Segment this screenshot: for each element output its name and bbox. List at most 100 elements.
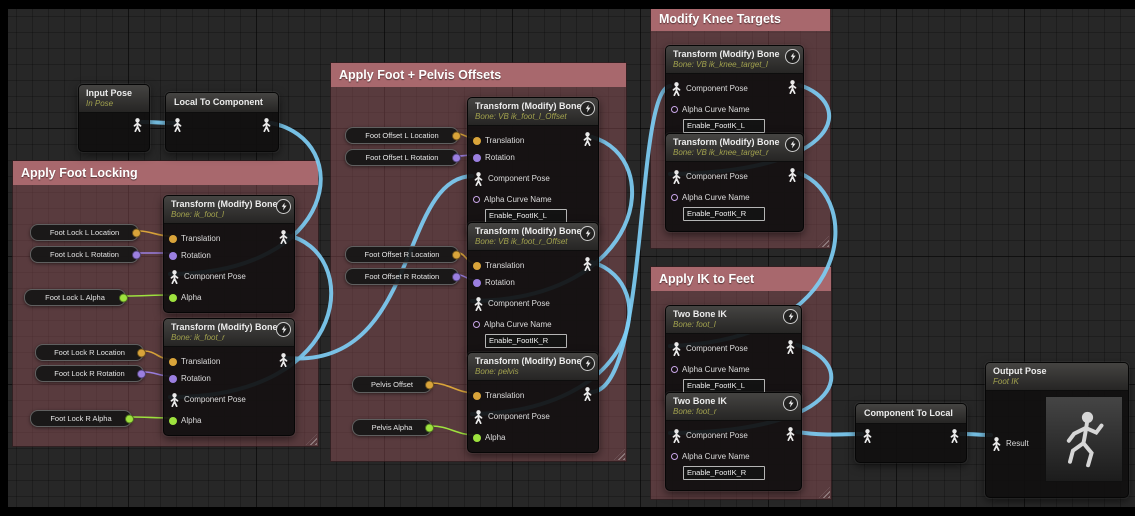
component-pose-pin[interactable] bbox=[473, 409, 484, 424]
rotation-pin[interactable] bbox=[169, 251, 177, 260]
comment-header[interactable]: Apply Foot + Pelvis Offsets bbox=[331, 63, 626, 87]
variable-pill-foot-lock-r-location[interactable]: Foot Lock R Location bbox=[35, 344, 146, 361]
vector-output-pin[interactable] bbox=[132, 228, 141, 237]
alpha-curve-name-pin[interactable] bbox=[671, 366, 678, 373]
pose-input-pin[interactable] bbox=[862, 429, 873, 443]
component-pose-pin[interactable] bbox=[671, 341, 682, 356]
translation-pin[interactable] bbox=[169, 234, 177, 243]
rotator-output-pin[interactable] bbox=[132, 250, 141, 259]
vector-output-pin[interactable] bbox=[452, 250, 461, 259]
pose-output-pin[interactable] bbox=[785, 427, 796, 441]
rotation-pin[interactable] bbox=[473, 153, 481, 162]
pin-row: Alpha bbox=[164, 412, 294, 429]
output-pose-node[interactable]: Output Pose Foot IK Result bbox=[985, 362, 1129, 498]
alpha-curve-name-value[interactable]: Enable_FootIK_L bbox=[485, 209, 567, 223]
alpha-curve-name-pin[interactable] bbox=[671, 194, 678, 201]
variable-pill-foot-offset-l-rotation[interactable]: Foot Offset L Rotation bbox=[345, 149, 461, 166]
alpha-curve-name-value[interactable]: Enable_FootIK_L bbox=[683, 379, 765, 393]
two-bone-ik-foot-r-node[interactable]: Two Bone IK Bone: foot_r Component Pose … bbox=[665, 392, 802, 491]
alpha-curve-name-value[interactable]: Enable_FootIK_R bbox=[683, 466, 765, 480]
component-to-local-node[interactable]: Component To Local bbox=[855, 403, 967, 463]
node-subtitle: In Pose bbox=[86, 99, 114, 108]
translation-pin[interactable] bbox=[473, 261, 481, 270]
pose-output-pin[interactable] bbox=[949, 429, 960, 443]
vector-output-pin[interactable] bbox=[425, 380, 434, 389]
pose-output-pin[interactable] bbox=[582, 387, 593, 401]
pin-row: Translation bbox=[468, 257, 598, 274]
local-to-component-node[interactable]: Local To Component bbox=[165, 92, 279, 152]
component-pose-pin[interactable] bbox=[169, 269, 180, 284]
alpha-curve-name-pin[interactable] bbox=[671, 106, 678, 113]
alpha-curve-name-pin[interactable] bbox=[671, 453, 678, 460]
vector-output-pin[interactable] bbox=[137, 348, 146, 357]
transform-modify-bone-vb-ik-knee-target-l-node[interactable]: Transform (Modify) Bone Bone: VB ik_knee… bbox=[665, 45, 804, 144]
component-pose-pin[interactable] bbox=[473, 296, 484, 311]
comment-header[interactable]: Modify Knee Targets bbox=[651, 7, 830, 31]
alpha-curve-name-value[interactable]: Enable_FootIK_L bbox=[683, 119, 765, 133]
node-header: Two Bone IK Bone: foot_l bbox=[666, 306, 801, 334]
variable-pill-pelvis-offset[interactable]: Pelvis Offset bbox=[352, 376, 434, 393]
transform-modify-bone-vb-ik-knee-target-r-node[interactable]: Transform (Modify) Bone Bone: VB ik_knee… bbox=[665, 133, 804, 232]
alpha-pin[interactable] bbox=[169, 416, 177, 425]
rotation-pin[interactable] bbox=[473, 278, 481, 287]
pose-output-pin[interactable] bbox=[582, 132, 593, 146]
variable-pill-foot-offset-r-location[interactable]: Foot Offset R Location bbox=[345, 246, 461, 263]
alpha-curve-name-value[interactable]: Enable_FootIK_R bbox=[485, 334, 567, 348]
rotator-output-pin[interactable] bbox=[452, 272, 461, 281]
float-output-pin[interactable] bbox=[125, 414, 134, 423]
node-body bbox=[856, 424, 966, 462]
transform-modify-bone-ik-foot-l-node[interactable]: Transform (Modify) Bone Bone: ik_foot_l … bbox=[163, 195, 295, 313]
pose-input-pin[interactable] bbox=[172, 118, 183, 132]
pin-row: Rotation bbox=[468, 149, 598, 166]
variable-pill-foot-offset-r-rotation[interactable]: Foot Offset R Rotation bbox=[345, 268, 461, 285]
variable-pill-foot-lock-l-rotation[interactable]: Foot Lock L Rotation bbox=[30, 246, 141, 263]
node-header: Component To Local bbox=[856, 404, 966, 424]
variable-pill-foot-lock-l-location[interactable]: Foot Lock L Location bbox=[30, 224, 141, 241]
alpha-curve-name-pin[interactable] bbox=[473, 196, 480, 203]
variable-pill-foot-lock-l-alpha[interactable]: Foot Lock L Alpha bbox=[24, 289, 128, 306]
result-pose-pin[interactable] bbox=[991, 436, 1002, 451]
comment-header[interactable]: Apply Foot Locking bbox=[13, 161, 318, 185]
rotator-output-pin[interactable] bbox=[452, 153, 461, 162]
input-pose-node[interactable]: Input Pose In Pose bbox=[78, 84, 150, 152]
alpha-curve-name-pin[interactable] bbox=[473, 321, 480, 328]
transform-modify-bone-pelvis-node[interactable]: Transform (Modify) Bone Bone: pelvis Tra… bbox=[467, 352, 599, 453]
pose-output-pin[interactable] bbox=[278, 230, 289, 244]
component-pose-pin[interactable] bbox=[473, 171, 484, 186]
component-pose-pin[interactable] bbox=[671, 169, 682, 184]
node-subtitle: Bone: VB ik_foot_r_Offset bbox=[475, 237, 568, 246]
float-output-pin[interactable] bbox=[425, 423, 434, 432]
variable-pill-foot-lock-r-rotation[interactable]: Foot Lock R Rotation bbox=[35, 365, 146, 382]
transform-modify-bone-vb-ik-foot-l-offset-node[interactable]: Transform (Modify) Bone Bone: VB ik_foot… bbox=[467, 97, 599, 234]
transform-modify-bone-vb-ik-foot-r-offset-node[interactable]: Transform (Modify) Bone Bone: VB ik_foot… bbox=[467, 222, 599, 359]
translation-pin[interactable] bbox=[169, 357, 177, 366]
rotation-pin[interactable] bbox=[169, 374, 177, 383]
vector-output-pin[interactable] bbox=[452, 131, 461, 140]
pose-output-pin[interactable] bbox=[132, 118, 143, 132]
float-output-pin[interactable] bbox=[119, 293, 128, 302]
translation-pin[interactable] bbox=[473, 391, 481, 400]
variable-pill-foot-lock-r-alpha[interactable]: Foot Lock R Alpha bbox=[30, 410, 134, 427]
comment-header[interactable]: Apply IK to Feet bbox=[651, 267, 831, 291]
variable-pill-foot-offset-l-location[interactable]: Foot Offset L Location bbox=[345, 127, 461, 144]
rotator-output-pin[interactable] bbox=[137, 369, 146, 378]
alpha-pin[interactable] bbox=[473, 433, 481, 442]
variable-pill-pelvis-alpha[interactable]: Pelvis Alpha bbox=[352, 419, 434, 436]
pose-output-pin[interactable] bbox=[261, 118, 272, 132]
translation-pin[interactable] bbox=[473, 136, 481, 145]
component-pose-pin[interactable] bbox=[671, 428, 682, 443]
pose-output-pin[interactable] bbox=[278, 353, 289, 367]
pin-label: Alpha Curve Name bbox=[682, 452, 750, 461]
alpha-pin[interactable] bbox=[169, 293, 177, 302]
pose-output-pin[interactable] bbox=[582, 257, 593, 271]
pose-output-pin[interactable] bbox=[785, 340, 796, 354]
two-bone-ik-foot-l-node[interactable]: Two Bone IK Bone: foot_l Component Pose … bbox=[665, 305, 802, 404]
alpha-curve-name-value[interactable]: Enable_FootIK_R bbox=[683, 207, 765, 221]
component-pose-pin[interactable] bbox=[169, 392, 180, 407]
transform-modify-bone-ik-foot-r-node[interactable]: Transform (Modify) Bone Bone: ik_foot_r … bbox=[163, 318, 295, 436]
node-subtitle: Bone: pelvis bbox=[475, 367, 519, 376]
component-pose-pin[interactable] bbox=[671, 81, 682, 96]
pose-output-pin[interactable] bbox=[787, 80, 798, 94]
pose-output-pin[interactable] bbox=[787, 168, 798, 182]
